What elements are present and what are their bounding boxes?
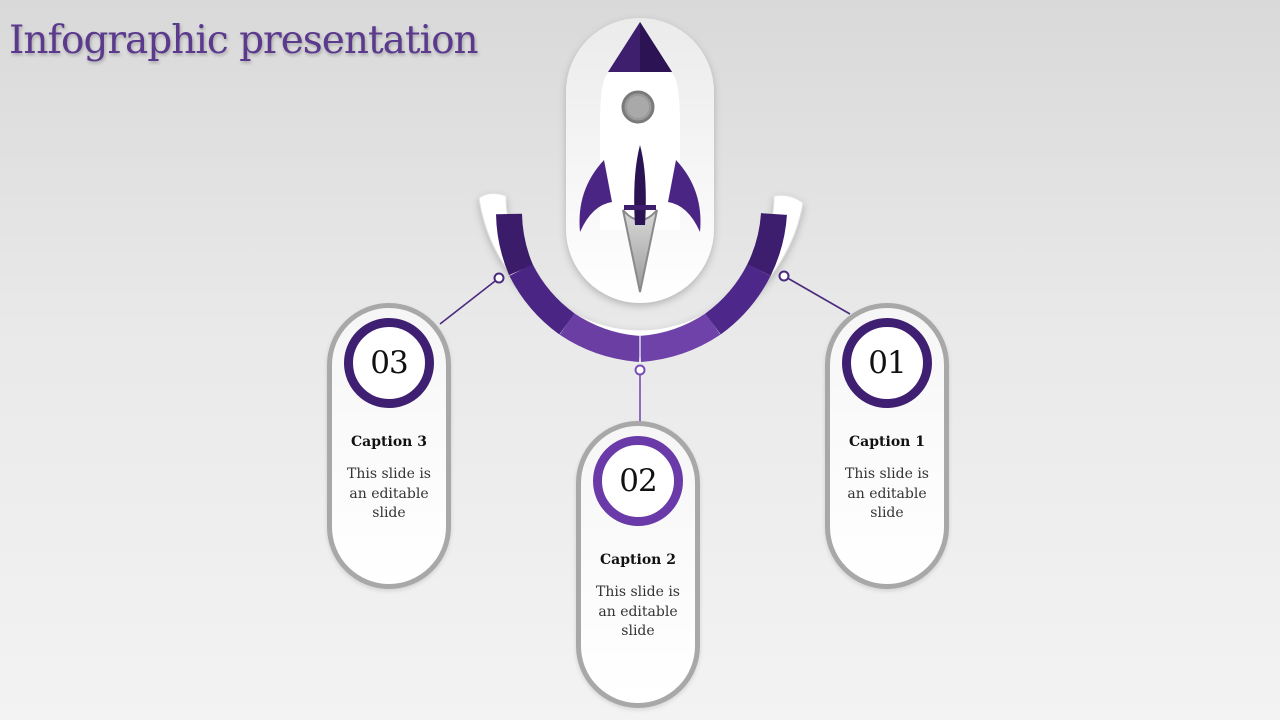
- connector-lines: [439, 275, 851, 422]
- step-card-03: 03 Caption 3 This slide is an editable s…: [327, 303, 451, 589]
- step-number-badge: 02: [593, 436, 683, 526]
- step-card-02: 02 Caption 2 This slide is an editable s…: [576, 421, 700, 708]
- step-card-01: 01 Caption 1 This slide is an editable s…: [825, 303, 949, 589]
- step-number-badge: 03: [344, 318, 434, 408]
- step-number: 03: [370, 345, 408, 381]
- slide-title: Infographic presentation: [9, 18, 479, 63]
- rocket-icon: [579, 22, 701, 293]
- step-description: This slide is an editable slide: [347, 466, 431, 521]
- arc-segments: [496, 212, 787, 362]
- connector-dots: [493, 270, 790, 376]
- step-caption: Caption 1: [849, 434, 925, 450]
- step-description: This slide is an editable slide: [596, 584, 680, 639]
- step-number: 01: [868, 345, 906, 381]
- step-caption: Caption 2: [600, 552, 676, 568]
- step-number-badge: 01: [842, 318, 932, 408]
- step-caption: Caption 3: [351, 434, 427, 450]
- step-description: This slide is an editable slide: [845, 466, 929, 521]
- step-number: 02: [619, 463, 657, 499]
